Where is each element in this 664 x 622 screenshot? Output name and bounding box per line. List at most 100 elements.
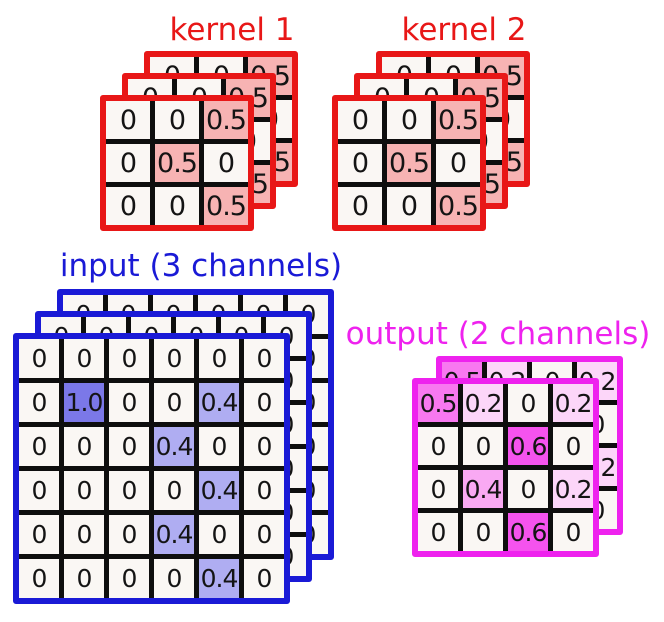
input-cell-r5c1: 0 [41,493,81,532]
kernel1-cell-r1c2: 0 [199,57,243,95]
kernel1-cell-r3c3: 0.5 [248,143,292,181]
input-cell-r6c2: 0 [86,537,126,576]
output-cell-r4c3: 0.6 [508,513,548,551]
output-cell-r1c3: 0 [508,384,548,422]
kernel1-cell-r3c2: 0 [199,143,243,181]
kernel2-cell-r3c1: 0 [382,143,426,181]
input-cell-r5c2: 0 [86,493,126,532]
input-cell-r4c4: 0 [176,449,216,488]
output-cell-r2c3: 0.6 [532,405,572,443]
output-cell-r4c3: 0.6 [532,491,572,529]
input-cell-r3c6: 0 [288,383,328,422]
input-cell-r3c2: 0 [64,427,104,466]
output-cell-r3c2: 0.4 [463,470,503,508]
kernel2-cell-r3c2: 0 [387,187,431,225]
kernel2-cell-r3c2: 0 [409,165,453,203]
input-cell-r2c1: 0 [19,383,59,422]
kernel1-cell-r2c3: 0 [226,122,270,160]
input-cell-r6c1: 0 [63,515,103,554]
input-cell-r3c1: 0 [19,427,59,466]
input-cell-r3c6: 0 [244,427,284,466]
kernel-1-title: kernel 1 [169,12,295,48]
input-cell-r6c5: 0.4 [199,559,239,598]
input-cell-r3c2: 0 [108,383,148,422]
input-cell-r1c6: 0 [244,339,284,378]
output-cell-r1c1: 0.5 [418,384,458,422]
kernel1-cell-r2c2: 0.5 [155,144,199,182]
kernel2-cell-r2c1: 0 [360,122,404,160]
kernel2-cell-r3c3: 0.5 [480,143,524,181]
kernel1-cell-r2c2: 0.5 [177,122,221,160]
output-cell-r1c4: 0.2 [577,362,617,400]
input-cell-r3c1: 0 [41,405,81,444]
kernel1-cell-r3c2: 0 [155,187,199,225]
input-cell-r4c2: 0 [64,471,104,510]
kernel2-cell-r2c2: 0.5 [409,122,453,160]
input-cell-r3c5: 0 [221,405,261,444]
input-cell-r5c1: 0 [63,471,103,510]
output-cell-r3c3: 0 [508,470,548,508]
input-cell-r1c4: 0 [154,339,194,378]
input-cell-r5c2: 0 [108,471,148,510]
input-cell-r1c2: 0 [108,295,148,334]
kernel1-cell-r3c3: 0.5 [226,165,270,203]
input-cell-r1c4: 0 [176,317,216,356]
input-title: input (3 channels) [59,248,343,284]
output-cell-r4c1: 0 [442,491,482,529]
input-cell-r3c1: 0 [63,383,103,422]
input-cell-r3c5: 0 [243,383,283,422]
input-cell-r5c4: 0.4 [176,493,216,532]
input-cell-r3c5: 0 [199,427,239,466]
input-cell-r4c2: 0 [108,427,148,466]
kernel2-cell-r3c3: 0.5 [436,187,480,225]
input-cell-r4c2: 0 [86,449,126,488]
output-cell-r1c2: 0.2 [487,362,527,400]
input-cell-r4c5: 0.4 [243,427,283,466]
input-cell-r1c5: 0 [199,339,239,378]
input-cell-r6c2: 0 [64,559,104,598]
input-cell-r2c6: 0 [244,383,284,422]
input-cell-r2c5: 0.4 [199,383,239,422]
input-cell-r4c3: 0 [109,471,149,510]
input-cell-r6c2: 0 [108,515,148,554]
kernel1-cell-r1c3: 0.5 [204,101,248,139]
input-cell-r5c6: 0 [244,515,284,554]
input-cell-r3c4: 0.4 [198,383,238,422]
input-cell-r1c1: 0 [19,339,59,378]
kernel1-cell-r3c1: 0 [106,187,150,225]
input-cell-r5c6: 0 [288,471,328,510]
input-cell-r2c2: 1.0 [64,383,104,422]
kernel-2-title: kernel 2 [401,12,527,48]
input-cell-r1c4: 0 [198,295,238,334]
input-cell-r4c1: 0 [63,427,103,466]
kernel2-cell-r1c3: 0.5 [480,57,524,95]
input-cell-r4c1: 0 [41,449,81,488]
input-cell-r3c6: 0 [266,405,306,444]
input-cell-r6c4: 0 [154,559,194,598]
input-cell-r2c5: 0.4 [221,361,261,400]
kernel2-cell-r1c3: 0.5 [436,101,480,139]
kernel1-cell-r1c3: 0.5 [226,79,270,117]
input-cell-r4c6: 0 [266,449,306,488]
input-cell-r6c6: 0 [244,559,284,598]
input-cell-r3c3: 0 [153,383,193,422]
output-cell-r4c1: 0 [418,513,458,551]
kernel2-cell-r2c1: 0 [382,100,426,138]
input-cell-r2c3: 0 [131,361,171,400]
output-cell-r4c4: 0 [577,491,617,529]
input-cell-r2c4: 0 [176,361,216,400]
output-cell-r1c1: 0.5 [442,362,482,400]
kernel1-cell-r2c1: 0 [106,144,150,182]
kernel2-cell-r1c2: 0 [431,57,475,95]
output-cell-r4c4: 0 [553,513,593,551]
output-cell-r2c4: 0 [553,427,593,465]
kernel1-cell-r2c3: 0 [248,100,292,138]
kernel2-cell-r2c3: 0 [480,100,524,138]
kernel2-cell-r1c1: 0 [360,79,404,117]
